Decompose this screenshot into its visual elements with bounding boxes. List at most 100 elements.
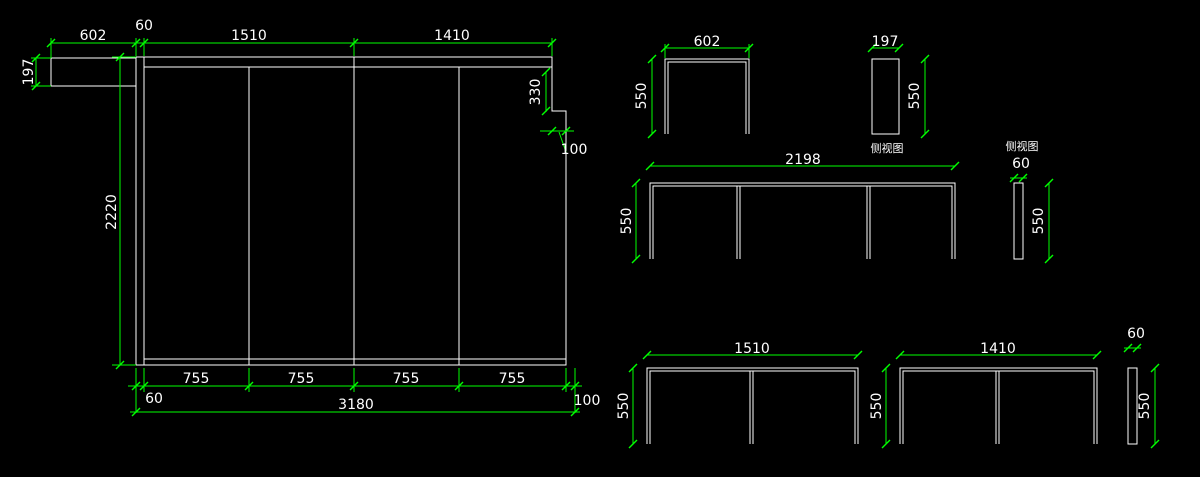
dim-tick	[454, 381, 464, 391]
dim-tick	[645, 161, 655, 171]
dim-tick	[894, 43, 904, 53]
frame-outline	[899, 367, 1098, 444]
dim-tick	[561, 381, 571, 391]
dim-label-60: 60	[135, 18, 153, 34]
dim-tick	[895, 350, 905, 360]
dim-tick	[881, 439, 891, 449]
dim-tick	[115, 52, 125, 62]
dim-tick	[660, 43, 670, 53]
frame-inner	[652, 185, 953, 259]
dim-tick	[1044, 254, 1054, 264]
dim-label-width: 197	[872, 34, 899, 50]
dim-tick	[920, 129, 930, 139]
dim-label-width: 60	[1012, 156, 1030, 172]
dim-tick	[349, 381, 359, 391]
dim-tick	[561, 126, 571, 136]
elevation-1410: 1410 550	[869, 341, 1102, 449]
dim-label-height: 550	[907, 83, 923, 110]
dim-label-755: 755	[499, 371, 526, 387]
dim-tick	[647, 129, 657, 139]
dim-tick	[139, 38, 149, 48]
dim-label-602: 602	[80, 28, 107, 44]
dim-label-width: 1510	[734, 341, 770, 357]
dim-label-1410: 1410	[434, 28, 470, 44]
dim-tick	[1009, 173, 1019, 183]
plan-outer-boundary	[135, 56, 567, 366]
dim-tick	[642, 350, 652, 360]
dim-label-755: 755	[288, 371, 315, 387]
dim-tick	[547, 126, 557, 136]
frame-inner	[667, 61, 747, 134]
dim-label-755: 755	[393, 371, 420, 387]
dim-label-755: 755	[183, 371, 210, 387]
plan-view: 602 60 1510 1410 197 2220 330	[21, 18, 601, 417]
dim-tick	[115, 360, 125, 370]
dim-tick	[570, 381, 580, 391]
dim-tick	[349, 38, 359, 48]
dim-label-60: 60	[145, 391, 163, 407]
caption-side-view: 侧视图	[1006, 139, 1039, 153]
dim-tick	[1092, 350, 1102, 360]
dim-label-100: 100	[561, 142, 588, 158]
frame-outline	[664, 58, 750, 134]
dim-tick	[541, 67, 551, 77]
plan-left-dimensions: 197 2220	[21, 52, 136, 370]
dim-label-height: 550	[1137, 393, 1153, 420]
dim-tick	[131, 381, 141, 391]
small-shelf-box	[50, 57, 137, 87]
dim-label-height: 550	[1031, 208, 1047, 235]
dim-label-1510: 1510	[231, 28, 267, 44]
dim-tick	[1018, 173, 1028, 183]
dim-tick	[647, 54, 657, 64]
frame-outline	[649, 182, 956, 259]
frame-outline	[646, 367, 859, 444]
elevation-2198: 2198 550	[619, 152, 960, 264]
dim-tick	[853, 350, 863, 360]
dim-tick	[628, 439, 638, 449]
dim-label-3180: 3180	[338, 397, 374, 413]
dim-label-197: 197	[21, 59, 37, 86]
plan-bottom-dimensions: 60 755 755 755 755 100 3180	[128, 368, 601, 417]
elevation-197: 197 550 侧视图	[867, 34, 930, 155]
dim-label-height: 550	[869, 393, 885, 420]
dim-label-width: 1410	[980, 341, 1016, 357]
side-panel	[1013, 182, 1024, 260]
dim-tick	[244, 381, 254, 391]
dim-tick	[1132, 343, 1142, 353]
dim-tick	[920, 54, 930, 64]
dim-tick	[628, 363, 638, 373]
plan-right-dimensions: 330 100	[528, 67, 588, 158]
side-panel	[1127, 367, 1138, 445]
dim-tick	[1123, 343, 1133, 353]
caption-side-view: 侧视图	[871, 141, 904, 155]
dim-label-height: 550	[619, 208, 635, 235]
dim-tick	[547, 38, 557, 48]
dim-tick	[139, 381, 149, 391]
dim-label-height: 550	[634, 83, 650, 110]
dim-label-330: 330	[528, 79, 544, 106]
dim-tick	[950, 161, 960, 171]
dim-tick	[867, 43, 877, 53]
dim-tick	[131, 407, 141, 417]
dim-tick	[131, 38, 141, 48]
dim-tick	[744, 43, 754, 53]
elevation-602: 602 550	[634, 34, 754, 139]
dim-tick	[31, 53, 41, 63]
dim-label-2220: 2220	[104, 194, 120, 230]
dim-tick	[631, 178, 641, 188]
dim-label-width: 602	[694, 34, 721, 50]
dim-tick	[1150, 363, 1160, 373]
dim-tick	[570, 407, 580, 417]
side-panel	[871, 58, 900, 135]
leader-line	[558, 131, 567, 153]
dim-label-height: 550	[616, 393, 632, 420]
plan-outline	[50, 56, 567, 366]
dim-tick	[541, 106, 551, 116]
dim-tick	[881, 363, 891, 373]
dim-label-width: 60	[1127, 326, 1145, 342]
dim-tick	[46, 38, 56, 48]
side-view-60-lower: 60 550	[1123, 326, 1160, 449]
dim-label-100: 100	[574, 393, 601, 409]
